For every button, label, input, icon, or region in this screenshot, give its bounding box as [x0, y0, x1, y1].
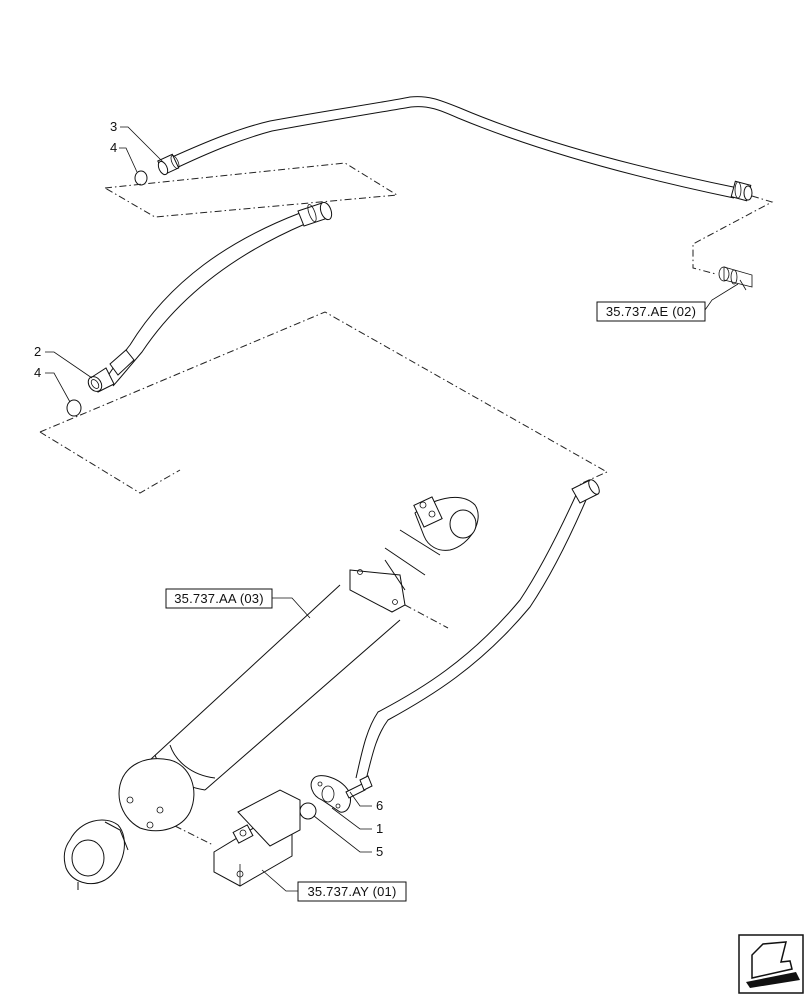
- o-ring-5: [299, 802, 317, 820]
- assembly-outline-ae: [692, 195, 774, 275]
- hose-assembly: [66, 201, 333, 417]
- o-ring-4-top: [134, 170, 148, 186]
- reference-ae-label: 35.737.AE (02): [606, 304, 696, 319]
- reference-ay[interactable]: 35.737.AY (01): [297, 881, 407, 902]
- callout-leaders: [45, 126, 739, 892]
- bolt-part-6: [345, 775, 373, 799]
- callout-4-hose: 4: [34, 365, 41, 380]
- assembly-outline-main: [39, 311, 609, 485]
- reference-aa[interactable]: 35.737.AA (03): [165, 588, 273, 609]
- assembly-outline-top: [104, 162, 399, 218]
- callout-4-top: 4: [110, 140, 117, 155]
- callout-5: 5: [376, 844, 383, 859]
- callout-6: 6: [376, 798, 383, 813]
- tube-fitting-left: [157, 153, 180, 176]
- valve-block: [213, 789, 301, 887]
- hydraulic-cylinder: [63, 496, 479, 890]
- callout-2: 2: [34, 344, 41, 359]
- rigid-tube-right: [299, 479, 600, 820]
- view-orientation-arrow-icon: [738, 934, 804, 994]
- rigid-tube-top: [134, 96, 753, 202]
- assembly-outline-dash-b: [174, 825, 214, 846]
- assembly-outline-dash-a: [404, 604, 449, 629]
- detail-fitting-ae: [718, 266, 753, 291]
- hose-fitting-bottom: [87, 367, 115, 393]
- assembly-outline-main-lower: [39, 431, 181, 494]
- reference-aa-label: 35.737.AA (03): [174, 591, 264, 606]
- tube-fitting-right: [730, 180, 753, 202]
- flange-part-1: [310, 775, 351, 813]
- reference-ay-label: 35.737.AY (01): [307, 884, 396, 899]
- o-ring-4-hose: [66, 399, 82, 417]
- callout-1: 1: [376, 821, 383, 836]
- tube-fitting-upper: [571, 479, 600, 504]
- callout-3: 3: [110, 119, 117, 134]
- hose-fitting-top: [297, 201, 333, 227]
- reference-ae[interactable]: 35.737.AE (02): [596, 301, 706, 322]
